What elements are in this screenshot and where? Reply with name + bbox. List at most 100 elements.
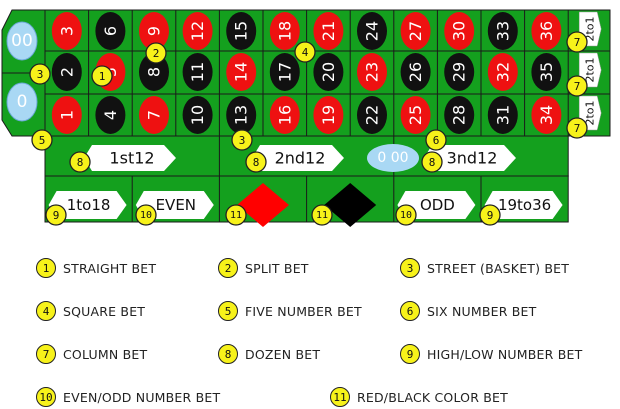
number-label-22: 22: [363, 105, 382, 125]
number-label-28: 28: [450, 105, 469, 125]
legend-marker: 10: [36, 387, 56, 407]
number-oval-13: [226, 96, 257, 134]
zero-label-1: 0: [17, 92, 28, 112]
bet-marker-label: 7: [574, 36, 581, 49]
dozen-label-1: 2nd12: [275, 149, 326, 168]
number-oval-28: [444, 96, 475, 134]
black-diamond: [324, 183, 377, 227]
number-label-15: 15: [232, 21, 251, 41]
outside-label-1: EVEN: [156, 196, 196, 214]
bet-marker-label: 8: [429, 156, 436, 169]
number-oval-2: [51, 53, 82, 91]
legend-item-even-odd: 10 EVEN/ODD NUMBER BET: [36, 385, 220, 409]
number-oval-21: [313, 12, 344, 50]
dozen-label-0: 1st12: [109, 149, 154, 168]
legend-label: SQUARE BET: [63, 303, 146, 319]
bet-marker-on-number-5: [91, 65, 113, 87]
bet-marker-dozen-3: [421, 151, 443, 173]
number-label-26: 26: [406, 62, 425, 82]
bet-marker-label: 9: [487, 209, 494, 222]
legend-marker: 4: [36, 301, 56, 321]
bet-marker-label: 11: [230, 210, 242, 221]
bet-marker-between-9-and-8: [145, 42, 167, 64]
number-oval-34: [531, 96, 562, 134]
number-label-16: 16: [275, 105, 294, 125]
number-oval-12: [182, 12, 213, 50]
legend-marker: 9: [400, 344, 420, 364]
number-oval-11: [182, 53, 213, 91]
legend-marker: 2: [218, 258, 238, 278]
number-label-1: 1: [57, 110, 76, 120]
zero-oval-1: [6, 82, 38, 122]
legend-item-square: 4 SQUARE BET: [36, 299, 145, 323]
number-oval-32: [487, 53, 518, 91]
bet-marker-label: 6: [433, 134, 440, 147]
number-oval-26: [400, 53, 431, 91]
number-oval-33: [487, 12, 518, 50]
bet-marker-bottom-left-corner: [31, 129, 53, 151]
zero-label-0: 00: [11, 31, 33, 51]
number-label-13: 13: [232, 105, 251, 125]
legend-marker: 7: [36, 344, 56, 364]
number-oval-1: [51, 96, 82, 134]
number-oval-3: [51, 12, 82, 50]
bet-marker-dozen-1: [69, 151, 91, 173]
legend-label: FIVE NUMBER BET: [245, 303, 362, 319]
zero-chip: [367, 144, 419, 172]
legend-item-dozen: 8 DOZEN BET: [218, 342, 320, 366]
legend-label: RED/BLACK COLOR BET: [357, 389, 508, 405]
number-oval-18: [269, 12, 300, 50]
bet-marker-EVEN: [135, 204, 157, 226]
number-label-23: 23: [363, 62, 382, 82]
number-label-29: 29: [450, 62, 469, 82]
legend-item-column: 7 COLUMN BET: [36, 342, 147, 366]
bet-marker-red: [225, 204, 247, 226]
legend-item-five-number: 5 FIVE NUMBER BET: [218, 299, 362, 323]
outside-shape-5: [484, 191, 563, 219]
number-oval-7: [139, 96, 169, 134]
number-oval-35: [531, 53, 562, 91]
number-label-32: 32: [493, 62, 512, 82]
number-oval-30: [444, 12, 475, 50]
number-oval-24: [357, 12, 387, 50]
number-oval-14: [226, 53, 257, 91]
bet-marker-1to18: [45, 204, 67, 226]
legend-label: EVEN/ODD NUMBER BET: [63, 389, 221, 405]
outside-shape-0: [48, 191, 127, 219]
outside-label-4: ODD: [420, 196, 455, 214]
number-oval-27: [400, 12, 431, 50]
number-oval-9: [139, 12, 169, 50]
number-oval-19: [313, 96, 344, 134]
number-label-7: 7: [145, 110, 164, 120]
legend-marker: 3: [400, 258, 420, 278]
zero-chip-label: 0 00: [377, 150, 408, 166]
number-oval-4: [95, 96, 126, 134]
number-label-8: 8: [145, 67, 164, 77]
legend-marker: 1: [36, 258, 56, 278]
number-label-12: 12: [188, 21, 207, 41]
column-label-1: 2to1: [584, 57, 597, 82]
number-oval-8: [139, 53, 169, 91]
bet-marker-column-1: [566, 31, 588, 53]
number-label-3: 3: [57, 26, 76, 36]
number-label-27: 27: [406, 21, 425, 41]
number-label-11: 11: [188, 62, 207, 82]
number-oval-22: [357, 96, 387, 134]
bet-marker-label: 7: [574, 122, 581, 135]
roulette-board: 0003691215182124273033362to1258111417202…: [1, 9, 611, 227]
number-label-18: 18: [275, 21, 294, 41]
dozen-shape-1: [252, 145, 344, 171]
bet-marker-label: 2: [153, 47, 160, 60]
number-label-19: 19: [319, 105, 338, 125]
number-oval-31: [487, 96, 518, 134]
legend-item-red-black: 11 RED/BLACK COLOR BET: [330, 385, 508, 409]
number-oval-15: [226, 12, 257, 50]
column-label-0: 2to1: [584, 16, 597, 41]
legend-marker: 11: [330, 387, 350, 407]
bet-marker-below-13: [231, 129, 253, 151]
number-oval-25: [400, 96, 431, 134]
number-label-4: 4: [101, 110, 120, 120]
bet-marker-label: 8: [253, 156, 260, 169]
number-label-34: 34: [537, 105, 556, 125]
number-label-20: 20: [319, 62, 338, 82]
